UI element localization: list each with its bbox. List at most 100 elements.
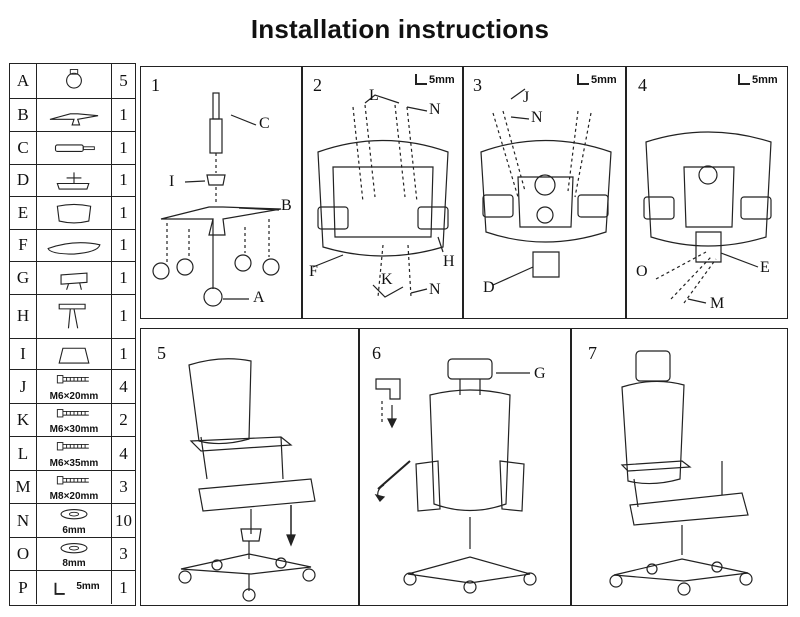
part-size-label: 5mm xyxy=(76,581,100,593)
washer-icon: 6mm xyxy=(37,504,111,537)
part-quantity: 1 xyxy=(111,294,135,338)
callout-F: F xyxy=(309,263,318,280)
part-letter: K xyxy=(10,403,37,437)
chair-side-illustration xyxy=(178,358,316,602)
step-3-panel: 3 5mm J N D xyxy=(462,66,627,319)
bolt-icon: M6×35mm xyxy=(37,437,111,470)
parts-row-m: M M8×20mm 3 xyxy=(10,469,135,504)
part-quantity: 1 xyxy=(111,229,135,262)
step-4-panel: 4 5mm O E M xyxy=(625,66,788,319)
part-letter: N xyxy=(10,504,37,537)
part-letter: I xyxy=(10,338,37,370)
part-letter: M xyxy=(10,470,37,504)
cylinder-cover-icon xyxy=(37,339,111,370)
part-quantity: 1 xyxy=(111,197,135,229)
step-7-panel: 7 xyxy=(571,328,788,606)
callout-N: N xyxy=(429,101,441,118)
step-number: 7 xyxy=(588,343,597,363)
parts-row-n: N 6mm 10 xyxy=(10,503,135,537)
gas-cylinder-icon xyxy=(37,132,111,164)
mechanism-attach-illustration xyxy=(480,88,612,286)
part-letter: H xyxy=(10,294,37,338)
callout-C: C xyxy=(259,115,270,132)
step-number: 4 xyxy=(638,75,647,95)
callout-L: L xyxy=(369,87,379,104)
part-letter: D xyxy=(10,164,37,197)
part-size-label: M6×20mm xyxy=(49,390,99,402)
part-size-label: M6×35mm xyxy=(49,457,99,469)
star-base-icon xyxy=(37,99,111,131)
hex-key-icon: 5mm xyxy=(413,73,455,87)
wrench-size: 5mm xyxy=(429,73,455,86)
step-number: 1 xyxy=(151,75,160,95)
step-5-panel: 5 xyxy=(140,328,359,606)
parts-row-o: O 8mm 3 xyxy=(10,536,135,571)
callout-M: M xyxy=(710,295,725,312)
step-number: 2 xyxy=(313,75,322,95)
part-letter: L xyxy=(10,437,37,470)
parts-row-p: P 5mm 1 xyxy=(10,570,135,604)
part-quantity: 5 xyxy=(111,64,135,99)
step-number: 3 xyxy=(473,75,482,95)
bolt-icon: M6×20mm xyxy=(37,370,111,403)
callout-J: J xyxy=(523,89,530,106)
callout-E: E xyxy=(760,259,770,276)
callout-H: H xyxy=(443,253,455,270)
part-quantity: 10 xyxy=(111,504,135,537)
step-2-panel: 2 5mm L N F H K N xyxy=(302,66,464,319)
page-title: Installation instructions xyxy=(250,14,550,44)
part-letter: A xyxy=(10,64,37,99)
caster-wheel-icon xyxy=(37,64,111,98)
bolt-icon: M6×30mm xyxy=(37,404,111,437)
hex-key-icon: 5mm xyxy=(736,73,778,87)
wrench-size: 5mm xyxy=(752,73,778,86)
part-quantity: 1 xyxy=(111,164,135,197)
part-quantity: 1 xyxy=(111,571,135,604)
part-size-label: M6×30mm xyxy=(49,424,99,436)
seat-cushion-icon xyxy=(37,230,111,262)
parts-row-l: L M6×35mm 4 xyxy=(10,436,135,470)
part-letter: O xyxy=(10,537,37,571)
part-quantity: 3 xyxy=(111,470,135,504)
headrest-icon xyxy=(37,262,111,294)
part-quantity: 1 xyxy=(111,338,135,370)
backrest-attach-illustration xyxy=(643,131,772,304)
part-quantity: 2 xyxy=(111,403,135,437)
step-1-panel: 1 C I B A xyxy=(140,66,302,319)
step-number: 6 xyxy=(372,343,381,363)
part-letter: C xyxy=(10,132,37,164)
bolt-icon: M8×20mm xyxy=(37,471,111,504)
callout-N: N xyxy=(429,281,441,298)
part-quantity: 4 xyxy=(111,437,135,470)
callout-G: G xyxy=(534,365,546,382)
part-size-label: 6mm xyxy=(62,524,86,536)
seat-bottom-illustration xyxy=(312,94,449,298)
callout-B: B xyxy=(281,197,292,214)
part-letter: P xyxy=(10,571,37,604)
armrest-icon xyxy=(37,295,111,338)
wrench-size: 5mm xyxy=(591,73,617,86)
headrest-attach-illustration xyxy=(374,358,537,594)
part-size-label: M8×20mm xyxy=(49,491,99,503)
part-quantity: 1 xyxy=(111,99,135,131)
base-assembly-illustration xyxy=(152,92,282,307)
hex-key-icon: 5mm xyxy=(575,73,617,87)
backrest-frame-icon xyxy=(37,197,111,229)
part-letter: B xyxy=(10,99,37,131)
part-quantity: 3 xyxy=(111,537,135,571)
washer-icon: 8mm xyxy=(37,538,111,571)
callout-A: A xyxy=(253,289,265,306)
part-size-label: 8mm xyxy=(62,558,86,570)
hex-key-icon: 5mm xyxy=(37,571,111,604)
